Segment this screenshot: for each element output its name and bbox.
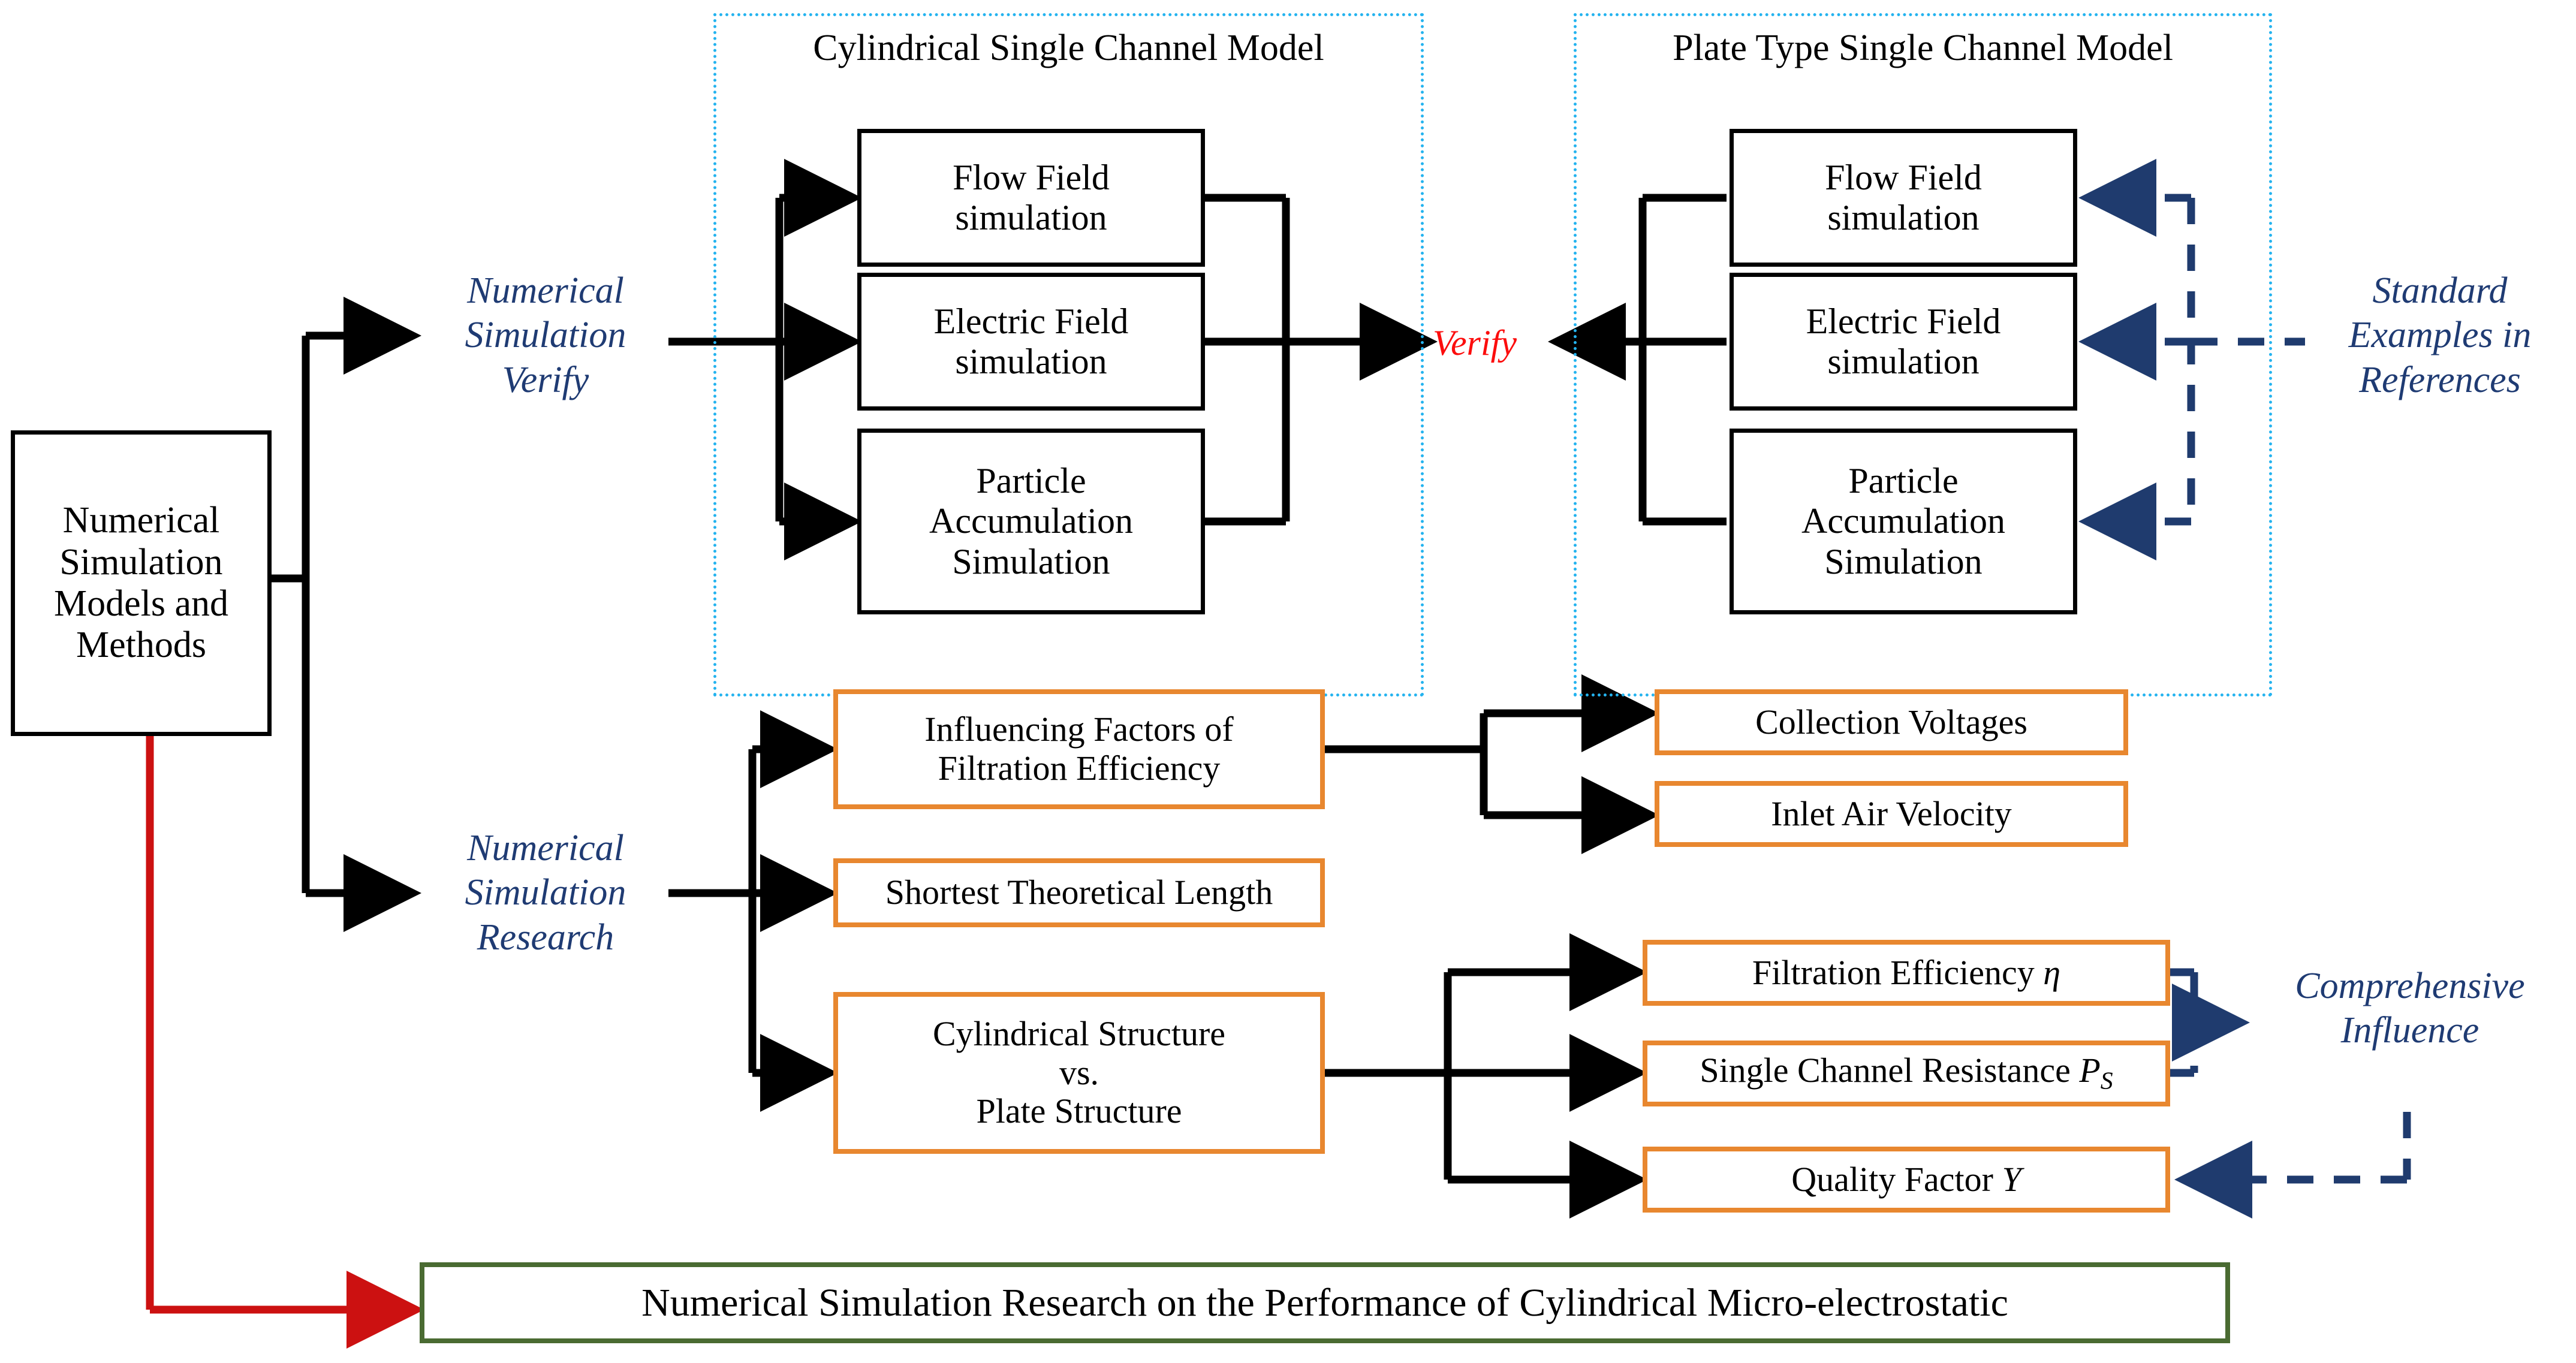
single-channel-resistance-text: Single Channel Resistance bbox=[1700, 1051, 2080, 1090]
conclusion-node[interactable]: Numerical Simulation Research on the Per… bbox=[420, 1262, 2230, 1343]
research-node-influencing-factors[interactable]: Influencing Factors of Filtration Effici… bbox=[833, 689, 1325, 809]
plate-node-electric-field[interactable]: Electric Field simulation bbox=[1730, 273, 2077, 411]
p-subscript: S bbox=[2100, 1067, 2113, 1095]
branch-label-verify: Numerical Simulation Verify bbox=[465, 270, 626, 400]
cyl-node-electric-field[interactable]: Electric Field simulation bbox=[857, 273, 1205, 411]
cyl-node-particle-accumulation[interactable]: Particle Accumulation Simulation bbox=[857, 429, 1205, 614]
filtration-efficiency-text: Filtration Efficiency bbox=[1752, 952, 2044, 992]
output-node-quality-factor[interactable]: Quality Factor Y bbox=[1643, 1147, 2170, 1213]
side-note-standard-examples: Standard Examples in References bbox=[2348, 270, 2532, 400]
research-node-shortest-theoretical-length[interactable]: Shortest Theoretical Length bbox=[833, 858, 1325, 927]
side-note-comprehensive-influence: Comprehensive Influence bbox=[2295, 966, 2525, 1051]
root-node-numerical-simulation-models[interactable]: Numerical Simulation Models and Methods bbox=[11, 430, 272, 736]
group-title-plate: Plate Type Single Channel Model bbox=[1673, 28, 2173, 68]
eta-symbol: η bbox=[2043, 952, 2061, 992]
output-node-single-channel-resistance[interactable]: Single Channel Resistance PS bbox=[1643, 1041, 2170, 1106]
y-symbol: Y bbox=[2002, 1159, 2021, 1199]
research-node-structure-comparison[interactable]: Cylindrical Structure vs. Plate Structur… bbox=[833, 992, 1325, 1154]
output-node-inlet-air-velocity[interactable]: Inlet Air Velocity bbox=[1655, 781, 2128, 847]
branch-label-research: Numerical Simulation Research bbox=[465, 828, 626, 958]
output-node-collection-voltages[interactable]: Collection Voltages bbox=[1655, 689, 2128, 755]
plate-node-particle-accumulation[interactable]: Particle Accumulation Simulation bbox=[1730, 429, 2077, 614]
p-symbol: P bbox=[2079, 1051, 2101, 1090]
quality-factor-text: Quality Factor bbox=[1791, 1159, 2002, 1199]
group-title-cylindrical: Cylindrical Single Channel Model bbox=[813, 28, 1324, 68]
output-node-filtration-efficiency[interactable]: Filtration Efficiency η bbox=[1643, 940, 2170, 1006]
cyl-node-flow-field[interactable]: Flow Field simulation bbox=[857, 129, 1205, 267]
verify-marker: Verify bbox=[1433, 323, 1517, 363]
plate-node-flow-field[interactable]: Flow Field simulation bbox=[1730, 129, 2077, 267]
